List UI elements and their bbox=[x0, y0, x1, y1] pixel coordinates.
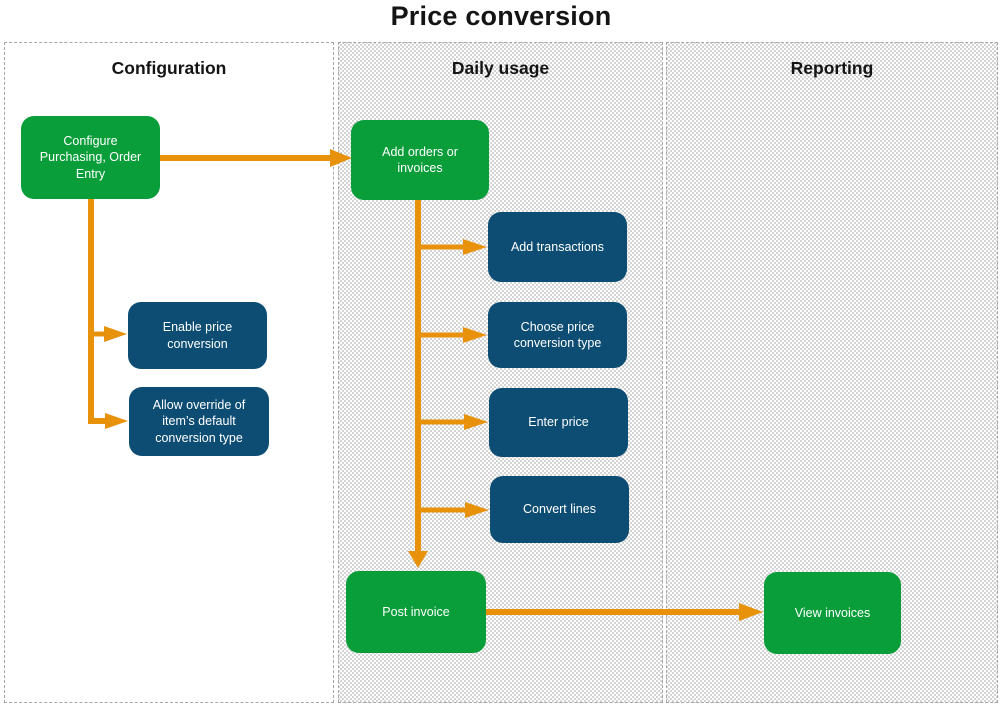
arrow-add-orders-to-choose-type bbox=[418, 327, 487, 343]
node-label: Configure Purchasing, Order Entry bbox=[39, 134, 142, 181]
node-label: View invoices bbox=[794, 605, 871, 620]
node-enter-price: Enter price bbox=[489, 388, 628, 457]
node-post-invoice: Post invoice bbox=[346, 571, 486, 653]
node-label: Allow override of item’s default convers… bbox=[152, 398, 246, 445]
arrow-add-orders-to-convert-lines bbox=[418, 502, 489, 518]
node-label: Enter price bbox=[528, 415, 589, 430]
node-label: Enable price conversion bbox=[162, 320, 233, 351]
node-configure-purchasing-order-entry: Configure Purchasing, Order Entry bbox=[21, 116, 160, 199]
node-label: Add orders or invoices bbox=[382, 144, 458, 175]
node-label: Post invoice bbox=[382, 604, 450, 619]
arrow-add-orders-to-enter-price bbox=[418, 414, 488, 430]
node-convert-lines: Convert lines bbox=[490, 476, 629, 543]
arrow-configure-to-allow-override bbox=[88, 199, 128, 429]
node-choose-price-conversion-type: Choose price conversion type bbox=[488, 302, 627, 368]
node-add-orders-or-invoices: Add orders or invoices bbox=[351, 120, 489, 200]
node-enable-price-conversion: Enable price conversion bbox=[128, 302, 267, 369]
arrow-post-invoice-to-view-invoices bbox=[486, 603, 763, 621]
arrow-add-orders-to-add-transactions bbox=[418, 239, 487, 255]
diagram-title: Price conversion bbox=[390, 1, 612, 31]
lane-reporting-header: Reporting bbox=[790, 58, 874, 78]
arrow-configure-to-enable-price bbox=[91, 326, 127, 342]
lane-daily-usage-header: Daily usage bbox=[451, 58, 550, 78]
node-label: Add transactions bbox=[510, 239, 605, 254]
node-view-invoices: View invoices bbox=[764, 572, 901, 654]
node-allow-override-default-type: Allow override of item’s default convers… bbox=[129, 387, 269, 456]
node-add-transactions: Add transactions bbox=[488, 212, 627, 282]
arrow-configure-to-add-orders bbox=[160, 149, 352, 167]
arrow-add-orders-to-post-invoice bbox=[408, 200, 428, 568]
node-label: Choose price conversion type bbox=[513, 319, 602, 350]
lane-configuration-header: Configuration bbox=[111, 58, 227, 78]
node-label: Convert lines bbox=[523, 502, 596, 517]
